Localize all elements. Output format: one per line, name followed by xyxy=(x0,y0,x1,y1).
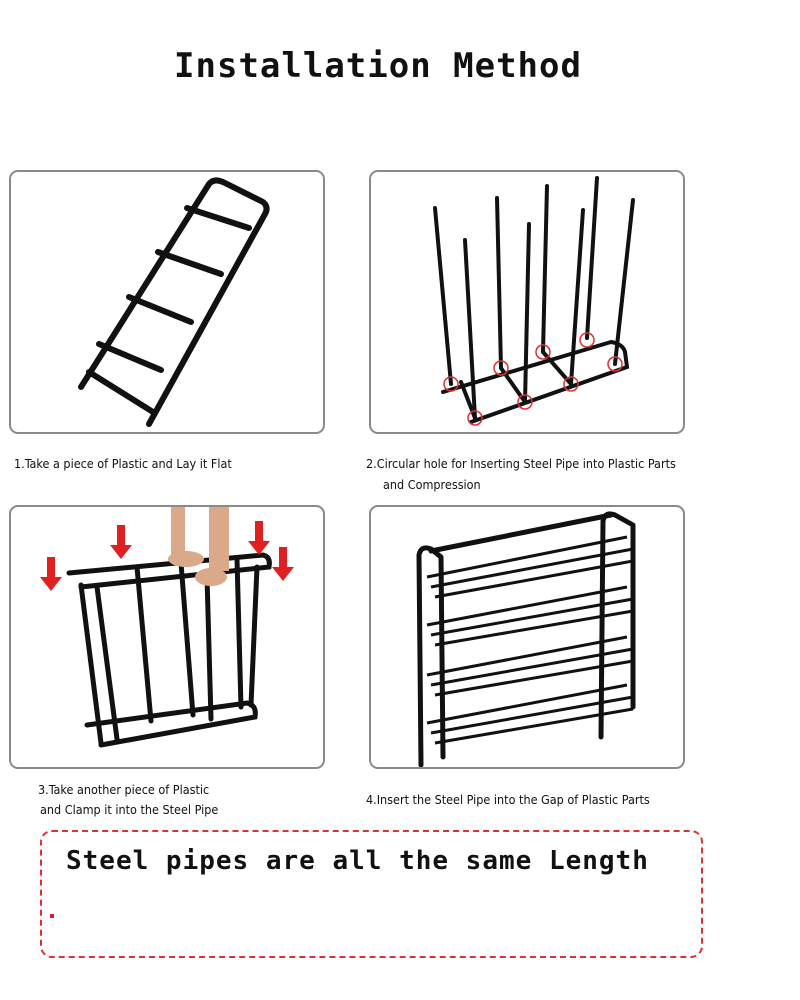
note-text: Steel pipes are all the same Length xyxy=(66,846,649,876)
flat-plastic-frame-icon xyxy=(78,177,270,427)
assembled-shoe-rack-icon xyxy=(416,511,636,767)
hands-clamping-frame-icon xyxy=(40,507,294,748)
step-3-image xyxy=(9,505,325,769)
step-2-caption-line-1: 2.Circular hole for Inserting Steel Pipe… xyxy=(366,456,676,471)
red-dot xyxy=(50,914,54,918)
step-1-image xyxy=(9,170,325,434)
step-4-image xyxy=(369,505,685,769)
frame-with-steel-pipes-icon xyxy=(433,176,635,426)
note-box: Steel pipes are all the same Length xyxy=(40,830,703,958)
step-1-caption: 1.Take a piece of Plastic and Lay it Fla… xyxy=(14,456,232,471)
step-2-caption-line-2: and Compression xyxy=(383,477,481,492)
page-title: Installation Method xyxy=(174,46,582,86)
step-4-caption: 4.Insert the Steel Pipe into the Gap of … xyxy=(366,792,650,807)
step-2-image xyxy=(369,170,685,434)
step-3-caption-line-1: 3.Take another piece of Plastic xyxy=(38,782,210,797)
down-arrow-icons xyxy=(40,521,294,591)
step-3-caption-line-2: and Clamp it into the Steel Pipe xyxy=(40,802,219,817)
